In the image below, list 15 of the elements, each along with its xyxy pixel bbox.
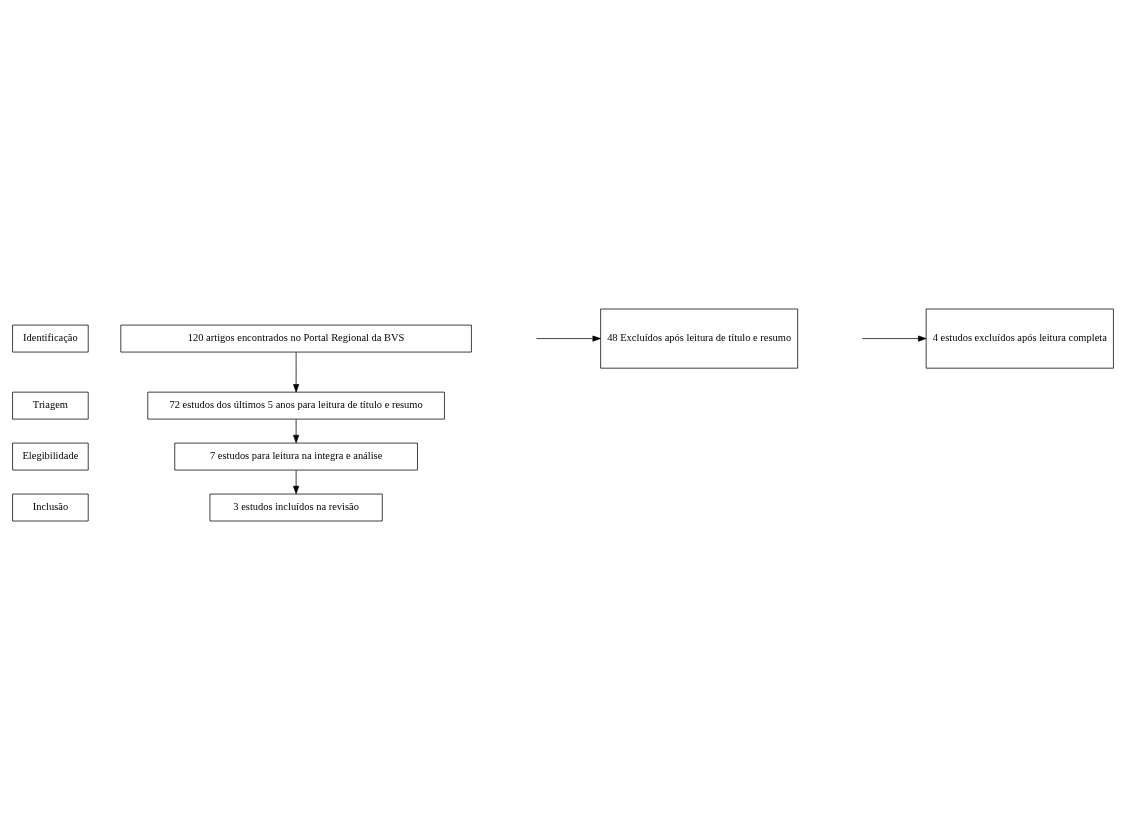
arrow: [293, 469, 300, 495]
node-box: Inclusão: [12, 493, 89, 522]
arrow: [293, 419, 300, 444]
node-box: 3 estudos incluídos na revisão: [209, 493, 383, 522]
arrow: [536, 335, 601, 342]
node-box: 4 estudos excluídos após leitura completa: [925, 308, 1114, 369]
node-box: 72 estudos dos últimos 5 anos para leitura de título e resumo: [147, 391, 445, 420]
node-box: 120 artigos encontrados no Portal Regional da BVS: [120, 324, 472, 353]
node-box: Identificação: [12, 324, 89, 353]
node-box: 48 Excluídos após leitura de título e resumo: [600, 308, 799, 369]
arrow: [293, 351, 300, 393]
node-box: 7 estudos para leitura na integra e análise: [174, 442, 418, 471]
node-box: Triagem: [12, 391, 89, 420]
node-box: Elegibilidade: [12, 442, 89, 471]
arrow: [861, 335, 927, 342]
